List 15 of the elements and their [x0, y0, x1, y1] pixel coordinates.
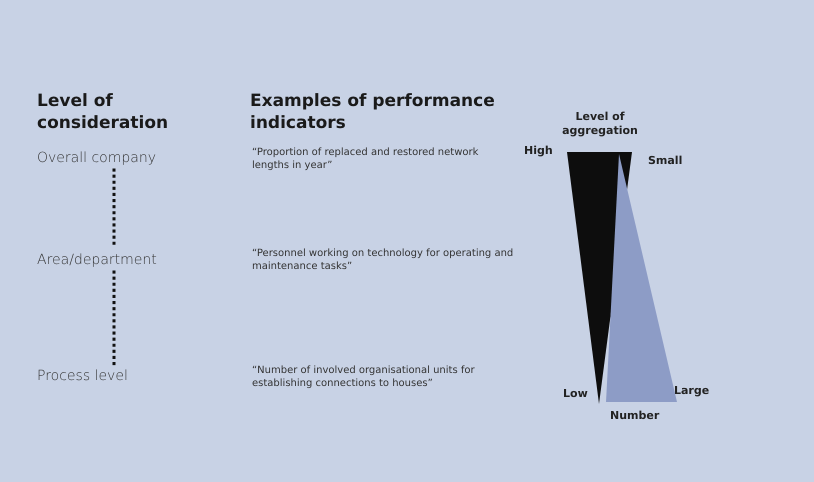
scale-label: Large: [674, 384, 710, 398]
indicator-example: “Proportion of replaced and restored network lengths in year”: [252, 146, 480, 172]
dotted-connector: [112, 270, 116, 366]
scale-label: Small: [648, 154, 684, 168]
scale-label: Low: [563, 387, 589, 401]
column-heading: Level of consideration: [37, 90, 170, 134]
indicator-example: “Number of involved organisational units for establishing connections to houses”: [252, 364, 476, 390]
axis-title: Level of aggregation: [561, 110, 639, 138]
indicator-example: “Personnel working on technology for operating and maintenance tasks”: [252, 247, 514, 273]
axis-title: Number: [610, 409, 660, 423]
level-label: Overall company: [37, 148, 156, 168]
column-heading: Examples of performance indicators: [250, 90, 496, 134]
scale-label: High: [524, 144, 554, 158]
level-label: Area/department: [37, 250, 157, 270]
level-label: Process level: [37, 366, 128, 386]
